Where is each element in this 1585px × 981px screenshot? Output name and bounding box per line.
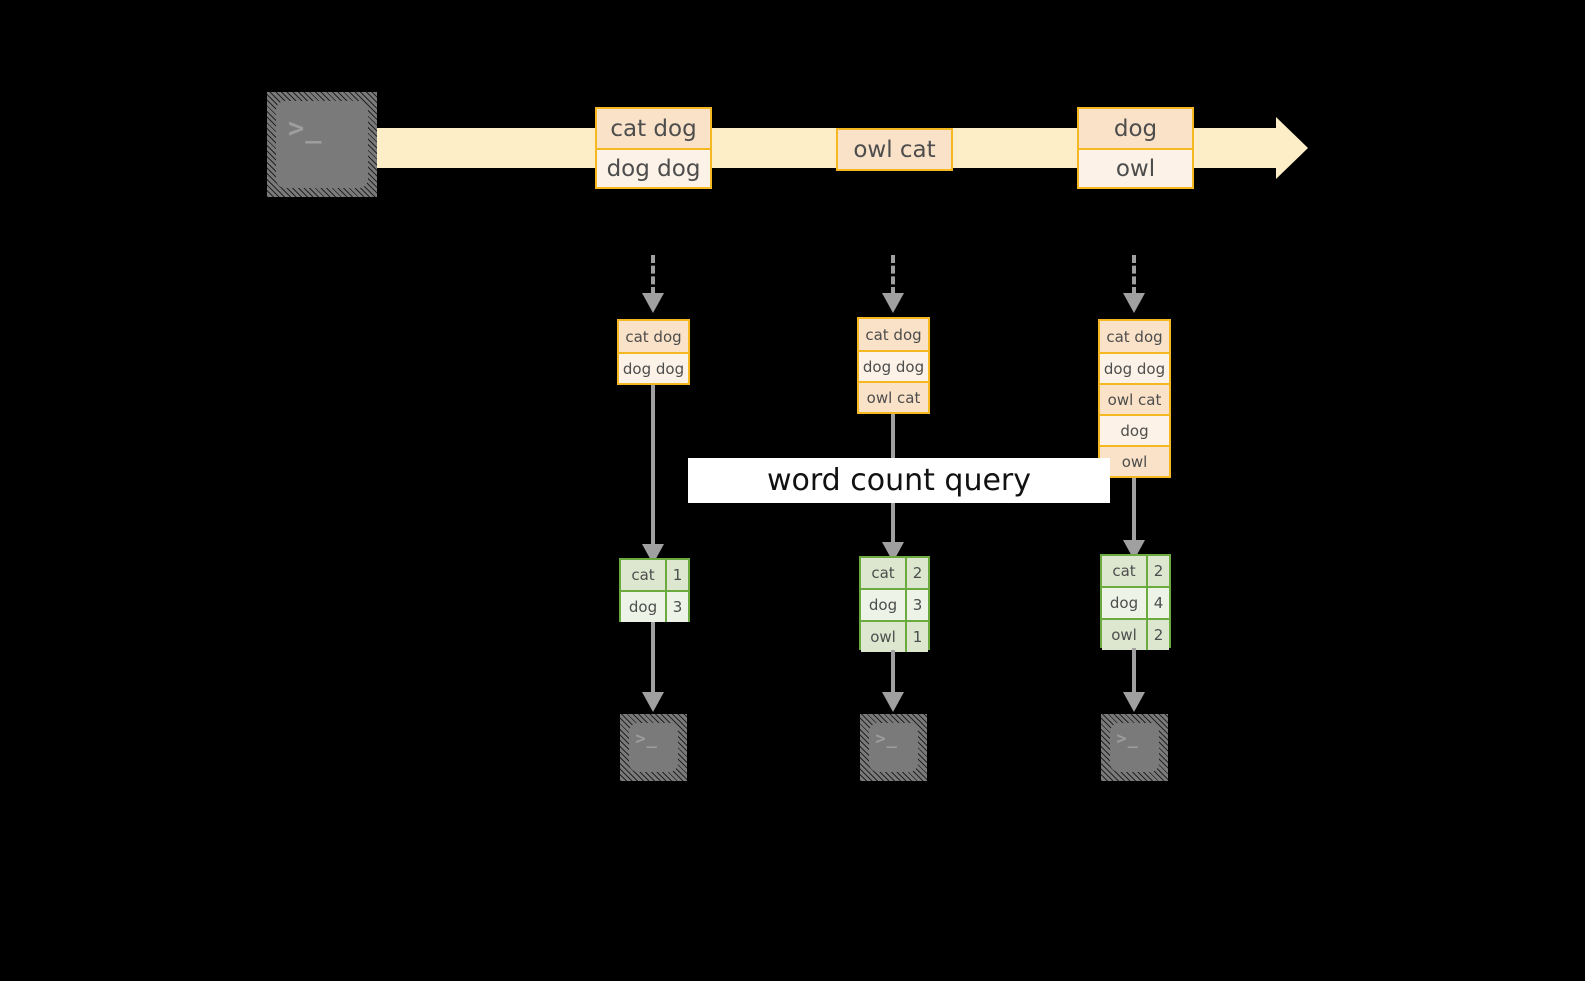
result-word: cat xyxy=(861,558,905,588)
sink-connector-2 xyxy=(891,650,895,694)
table-row: dog 3 xyxy=(861,588,928,620)
output-terminal-2[interactable]: >_ xyxy=(860,714,927,781)
sink-connector-3 xyxy=(1132,648,1136,694)
stream-event-batch-3: dog owl xyxy=(1077,107,1194,189)
terminal-screen: >_ xyxy=(276,101,368,188)
snapshot-line: cat dog xyxy=(619,321,688,352)
snapshot-line: dog xyxy=(1100,414,1169,445)
result-word: dog xyxy=(1102,588,1146,618)
result-count: 4 xyxy=(1146,588,1169,618)
table-row: dog 3 xyxy=(621,590,688,622)
stream-event-line: owl cat xyxy=(838,130,951,169)
terminal-prompt-icon: >_ xyxy=(635,728,658,749)
sink-arrowhead-3 xyxy=(1123,692,1145,712)
result-table-2: cat 2 dog 3 owl 1 xyxy=(859,556,930,652)
query-label-banner: word count query xyxy=(688,458,1110,503)
input-terminal[interactable]: >_ xyxy=(267,92,377,197)
table-row: owl 2 xyxy=(1102,618,1169,650)
result-count: 2 xyxy=(905,558,928,588)
snapshot-table-1: cat dog dog dog xyxy=(617,319,690,385)
sink-arrowhead-1 xyxy=(642,692,664,712)
stream-event-batch-2: owl cat xyxy=(836,128,953,171)
result-count: 1 xyxy=(905,622,928,652)
stream-event-line: owl xyxy=(1079,148,1192,187)
table-row: cat 1 xyxy=(621,560,688,590)
result-count: 3 xyxy=(905,590,928,620)
stream-event-line: cat dog xyxy=(597,109,710,148)
terminal-screen: >_ xyxy=(629,723,678,772)
sink-arrowhead-2 xyxy=(882,692,904,712)
result-word: cat xyxy=(621,560,665,590)
trigger-connector-2 xyxy=(891,255,895,295)
snapshot-line: dog dog xyxy=(619,352,688,383)
result-count: 1 xyxy=(665,560,688,590)
sink-connector-1 xyxy=(651,622,655,694)
snapshot-line: cat dog xyxy=(1100,321,1169,352)
snapshot-line: dog dog xyxy=(859,350,928,381)
terminal-screen: >_ xyxy=(869,723,918,772)
query-connector-1 xyxy=(651,385,655,547)
table-row: cat 2 xyxy=(1102,556,1169,586)
stream-event-line: dog xyxy=(1079,109,1192,148)
trigger-connector-1 xyxy=(651,255,655,295)
trigger-connector-3 xyxy=(1132,255,1136,295)
result-word: dog xyxy=(621,592,665,622)
trigger-arrowhead-2 xyxy=(882,293,904,313)
terminal-prompt-icon: >_ xyxy=(1116,728,1139,749)
output-terminal-3[interactable]: >_ xyxy=(1101,714,1168,781)
trigger-arrowhead-1 xyxy=(642,293,664,313)
table-row: owl 1 xyxy=(861,620,928,652)
snapshot-table-2: cat dog dog dog owl cat xyxy=(857,317,930,414)
terminal-screen: >_ xyxy=(1110,723,1159,772)
query-label-text: word count query xyxy=(766,463,1032,498)
stream-event-line: dog dog xyxy=(597,148,710,187)
output-terminal-1[interactable]: >_ xyxy=(620,714,687,781)
snapshot-table-3: cat dog dog dog owl cat dog owl xyxy=(1098,319,1171,478)
trigger-arrowhead-3 xyxy=(1123,293,1145,313)
result-count: 2 xyxy=(1146,620,1169,650)
result-word: owl xyxy=(1102,620,1146,650)
terminal-prompt-icon: >_ xyxy=(875,728,898,749)
snapshot-line: cat dog xyxy=(859,319,928,350)
table-row: cat 2 xyxy=(861,558,928,588)
snapshot-line: owl xyxy=(1100,445,1169,476)
result-count: 2 xyxy=(1146,556,1169,586)
result-word: owl xyxy=(861,622,905,652)
result-table-3: cat 2 dog 4 owl 2 xyxy=(1100,554,1171,650)
result-table-1: cat 1 dog 3 xyxy=(619,558,690,622)
stream-event-batch-1: cat dog dog dog xyxy=(595,107,712,189)
result-count: 3 xyxy=(665,592,688,622)
snapshot-line: owl cat xyxy=(859,381,928,412)
result-word: dog xyxy=(861,590,905,620)
input-stream-arrowhead xyxy=(1276,117,1308,179)
result-word: cat xyxy=(1102,556,1146,586)
table-row: dog 4 xyxy=(1102,586,1169,618)
snapshot-line: owl cat xyxy=(1100,383,1169,414)
snapshot-line: dog dog xyxy=(1100,352,1169,383)
terminal-prompt-icon: >_ xyxy=(287,112,323,144)
query-connector-3 xyxy=(1132,478,1136,544)
